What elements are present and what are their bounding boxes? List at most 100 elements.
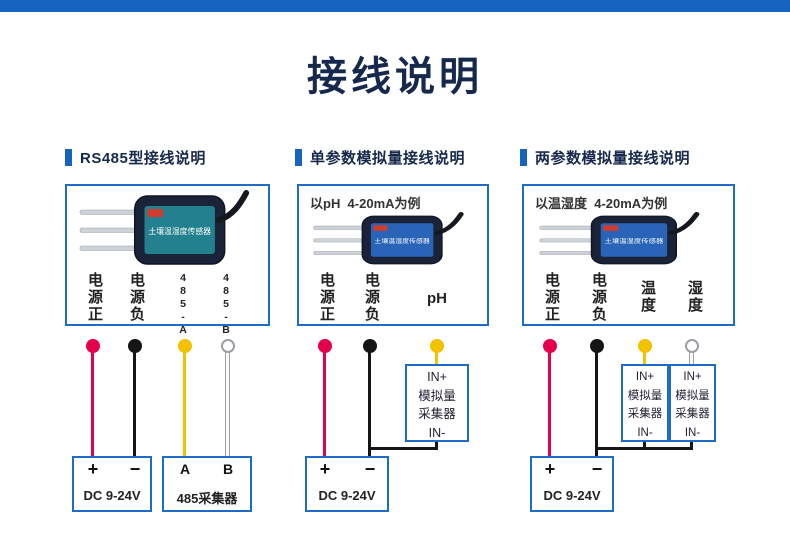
example-note: 以温湿度 4-20mA为例 (535, 196, 668, 211)
dc-power-box-two-analog (530, 456, 614, 512)
terminal-label-humidity: 湿度 (686, 280, 703, 314)
terminal-label-485a: 485-A (177, 272, 189, 337)
in-plus-label: IN+ (683, 371, 702, 383)
wire-power-minus (368, 346, 371, 456)
wire-terminal-dot-black (590, 339, 604, 353)
analog-label: 模拟量 (418, 388, 456, 403)
in-minus-label: IN- (428, 425, 446, 440)
dc-power-label: DC 9-24V (83, 488, 141, 503)
sensor-label-text: 土壤温湿度传感器 (604, 237, 663, 245)
analog-collector-box-2: IN+ 模拟量 采集器 IN- (669, 364, 716, 442)
wire-terminal-dot-black (363, 339, 377, 353)
example-note: 以pH 4-20mA为例 (310, 196, 421, 211)
wire-terminal-dot-yellow (430, 339, 444, 353)
sensor-cable (215, 190, 250, 223)
sensor-prongs (539, 225, 598, 255)
minus-symbol: − (129, 459, 141, 479)
terminal-label-485b: 485-B (220, 272, 232, 337)
wire-terminal-dot-black (128, 339, 142, 353)
wire-signal-ph (435, 346, 438, 364)
in-minus-label: IN- (684, 426, 701, 439)
terminal-label-power-minus: 电源负 (128, 272, 145, 323)
wire-signal-temperature (643, 346, 646, 364)
section-title: RS485型接线说明 (80, 150, 206, 167)
ground-stub-1 (643, 442, 646, 450)
sensor-logo-icon (603, 225, 619, 231)
header-marker-icon (295, 149, 302, 166)
plus-symbol: + (319, 459, 331, 479)
ground-branch-wire (368, 447, 438, 450)
wire-power-plus (548, 346, 551, 456)
collector-label: 采集器 (627, 408, 663, 420)
wire-485a (183, 346, 186, 456)
in-plus-label: IN+ (635, 371, 655, 383)
sensor-image-single-analog: 土壤温湿度传感器 (313, 212, 464, 265)
wire-485b (225, 346, 230, 456)
analog-label: 模拟量 (627, 389, 663, 402)
terminal-label-power-minus: 电源负 (590, 272, 607, 323)
page-title: 接线说明 (307, 55, 483, 99)
dc-power-box-rs485 (72, 456, 152, 512)
terminal-label-ph: pH (427, 290, 447, 307)
analog-label: 模拟量 (675, 389, 710, 402)
header-marker-icon (520, 149, 527, 166)
analog-collector-box: IN+ 模拟量 采集器 IN- (405, 364, 469, 442)
ground-branch-wire (595, 447, 693, 450)
rs485-collector-box (162, 456, 252, 512)
terminal-label-temperature: 温度 (639, 280, 656, 314)
wire-terminal-dot-red (86, 339, 100, 353)
section-title: 单参数模拟量接线说明 (310, 150, 466, 167)
sensor-prongs (313, 225, 368, 255)
section-header-single-analog: 单参数模拟量接线说明 (295, 147, 465, 168)
section-header-rs485: RS485型接线说明 (65, 147, 206, 168)
sensor-label-panel (370, 223, 434, 257)
terminal-b-symbol: B (222, 461, 234, 477)
section-header-two-analog: 两参数模拟量接线说明 (520, 147, 690, 168)
terminal-label-power-plus: 电源正 (86, 272, 103, 323)
wire-terminal-dot-red (543, 339, 557, 353)
sensor-label-panel (600, 223, 668, 257)
in-plus-label: IN+ (427, 370, 447, 384)
collector-label: 采集器 (675, 408, 710, 420)
wire-terminal-dot-yellow (178, 339, 192, 353)
plus-symbol: + (87, 459, 99, 479)
terminal-label-power-plus: 电源正 (543, 272, 560, 323)
dc-power-label: DC 9-24V (318, 488, 376, 503)
in-minus-label: IN- (637, 426, 653, 439)
header-marker-icon (65, 149, 72, 166)
minus-symbol: − (364, 459, 376, 479)
sensor-logo-icon (373, 225, 388, 231)
wire-power-minus (595, 346, 598, 456)
sensor-label-text: 土壤温湿度传感器 (374, 237, 430, 245)
sensor-image-rs485: 土壤温湿度传感器 (79, 190, 250, 265)
terminal-label-power-plus: 电源正 (318, 272, 335, 323)
terminal-label-power-minus: 电源负 (363, 272, 380, 323)
dc-power-label: DC 9-24V (543, 488, 601, 503)
sensor-logo-icon (147, 209, 164, 217)
ground-stub-2 (690, 442, 693, 450)
wire-power-minus (133, 346, 136, 456)
sensor-cable (434, 212, 464, 236)
sensor-label-text: 土壤温湿度传感器 (148, 226, 211, 236)
sensor-cable (668, 212, 700, 236)
section-title: 两参数模拟量接线说明 (535, 150, 691, 167)
sensor-label-panel (144, 206, 215, 254)
analog-collector-box-1: IN+ 模拟量 采集器 IN- (621, 364, 669, 442)
sensor-image-two-analog: 土壤温湿度传感器 (539, 212, 700, 265)
rs485-collector-label: 485采集器 (176, 491, 238, 506)
sensor-prongs (79, 209, 141, 251)
wire-power-plus (91, 346, 94, 456)
wire-terminal-dot-yellow (638, 339, 652, 353)
wire-signal-humidity (689, 346, 694, 364)
wire-power-plus (323, 346, 326, 456)
top-accent-bar (0, 0, 790, 12)
collector-label: 采集器 (418, 407, 456, 421)
plus-symbol: + (544, 459, 556, 479)
ground-stub (435, 442, 438, 450)
wire-terminal-dot-red (318, 339, 332, 353)
dc-power-box-single-analog (305, 456, 389, 512)
minus-symbol: − (591, 459, 603, 479)
terminal-a-symbol: A (179, 461, 191, 477)
wire-terminal-dot-white (221, 339, 235, 353)
